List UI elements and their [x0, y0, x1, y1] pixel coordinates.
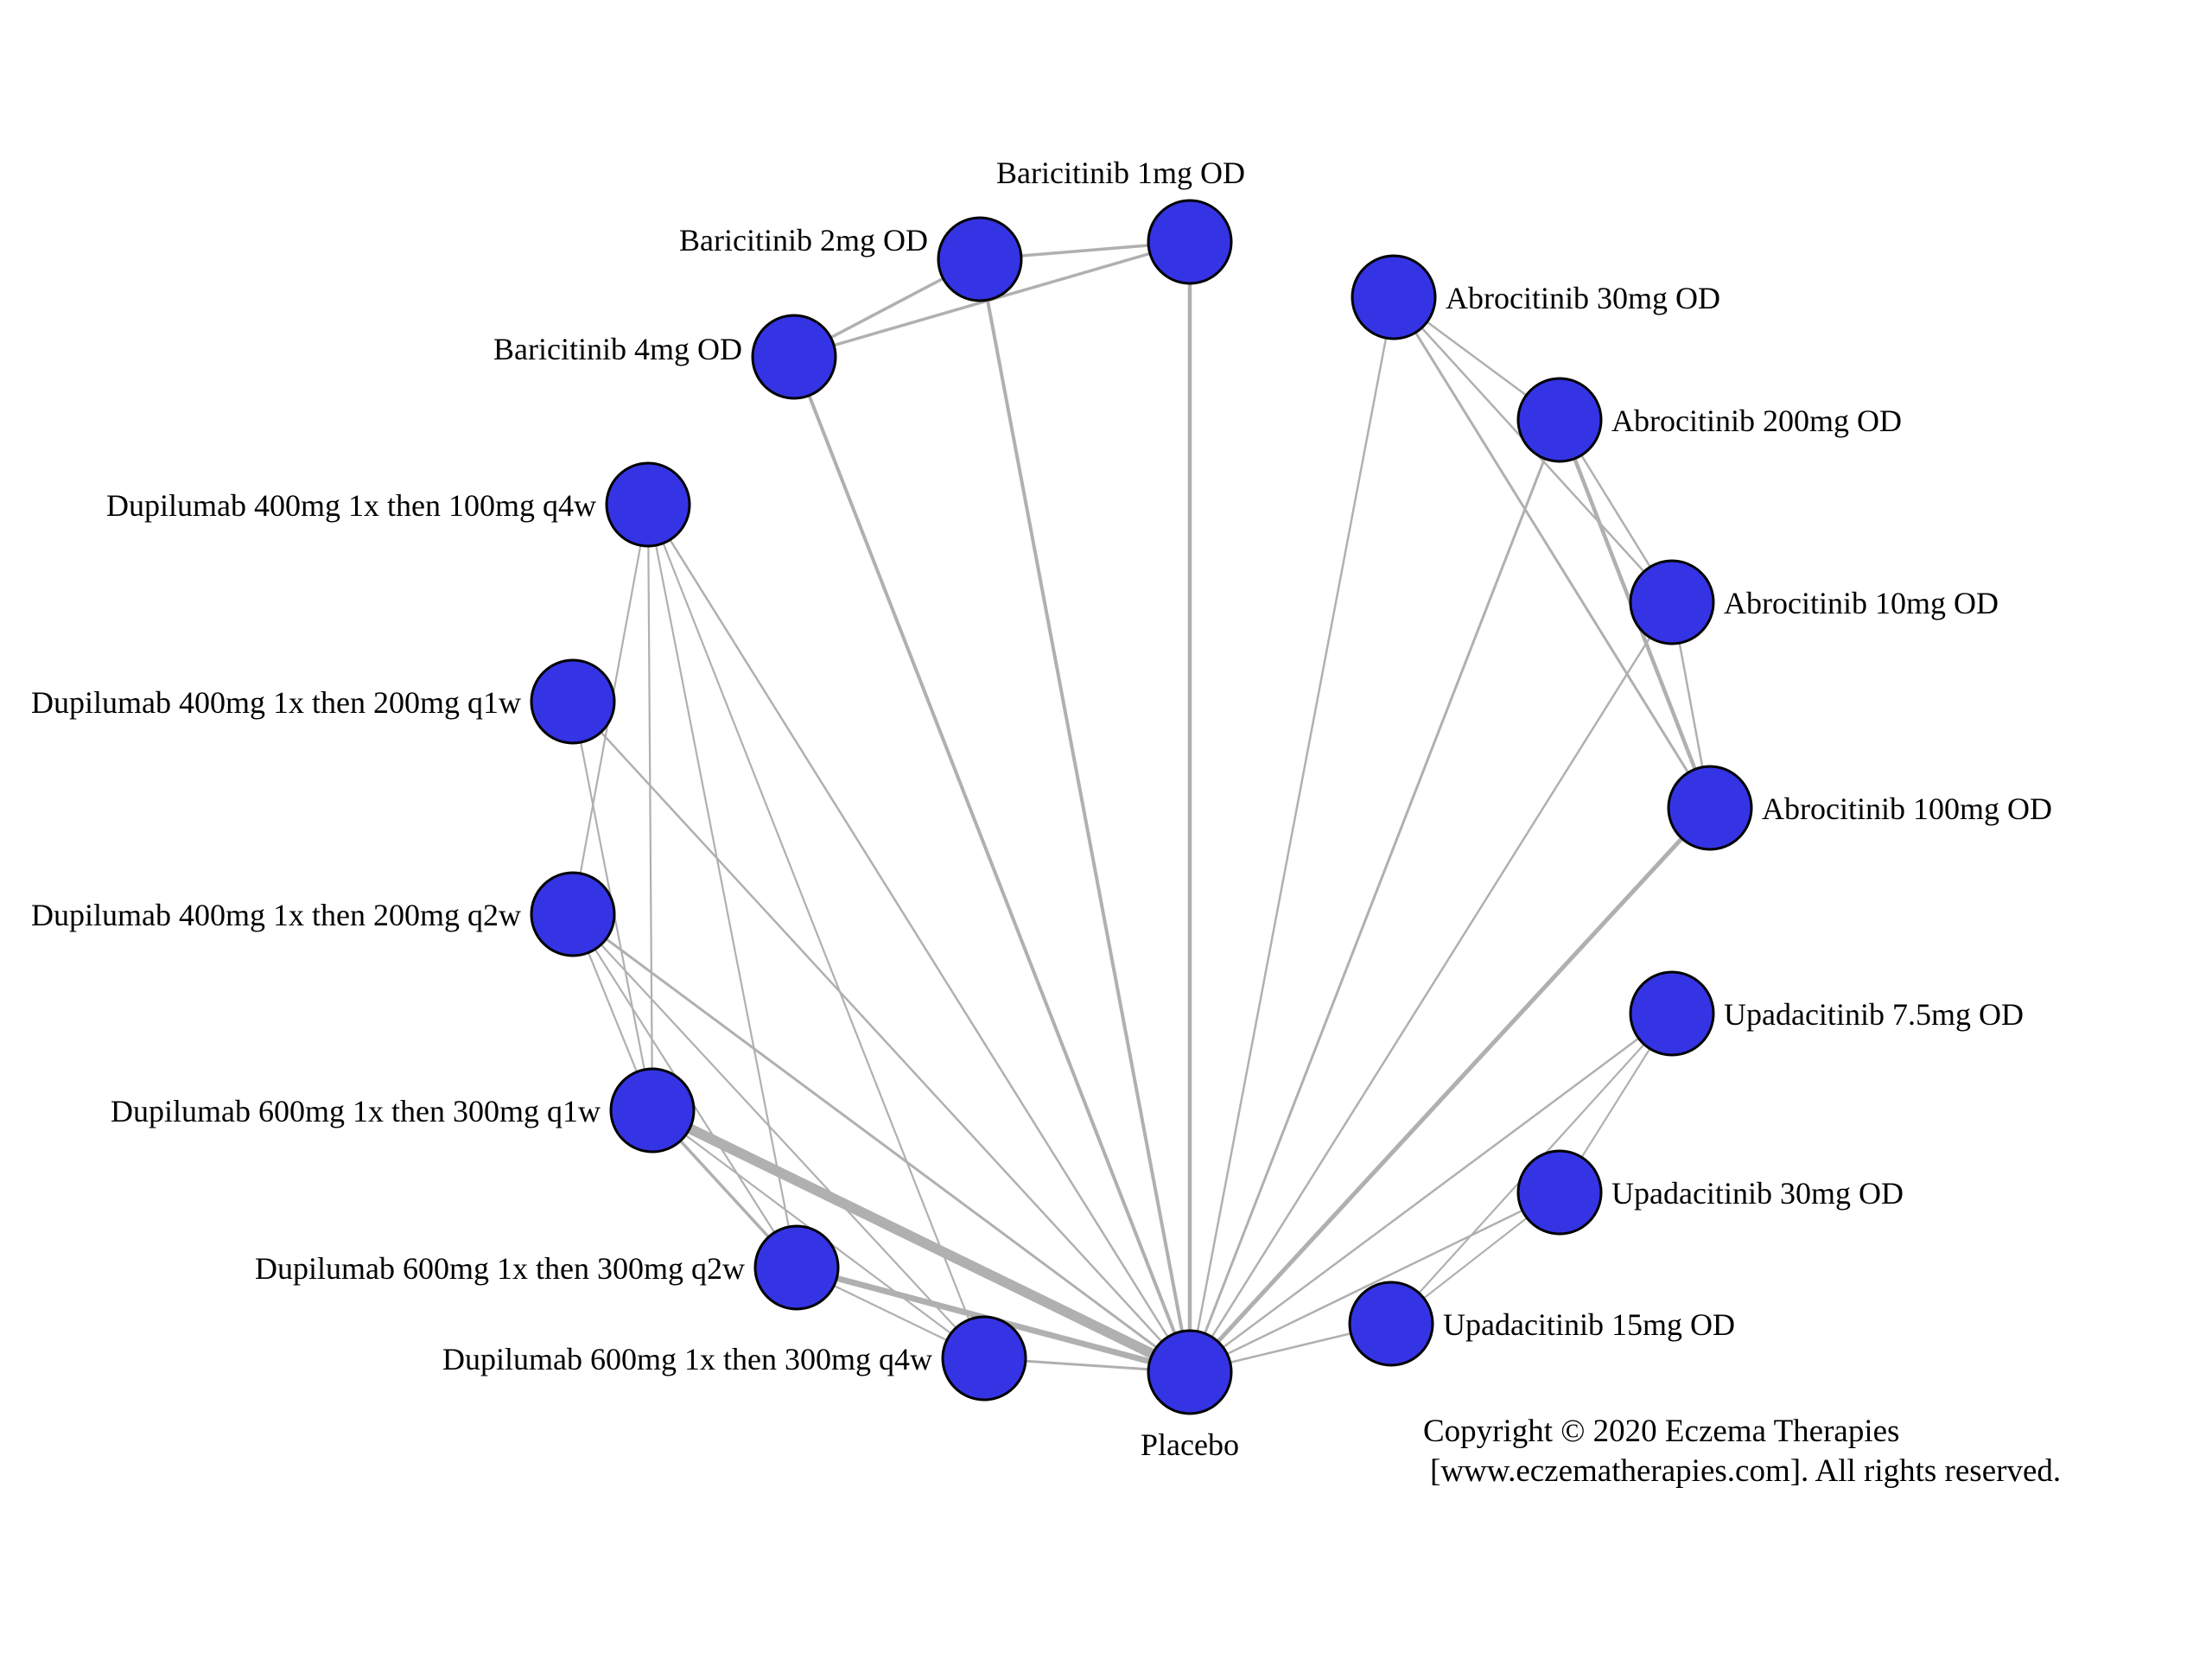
node-bar2 — [937, 216, 1023, 302]
node-abro30 — [1351, 254, 1437, 340]
edge-bar2-placebo — [978, 258, 1192, 1373]
node-d300q2w — [753, 1224, 840, 1311]
node-upa30 — [1516, 1149, 1603, 1236]
edge-d200q2w-placebo — [572, 912, 1191, 1374]
node-label-upa15: Upadacitinib 15mg OD — [1443, 1307, 1735, 1342]
node-abro200 — [1516, 377, 1603, 463]
edge-d100q4w-d300q2w — [646, 504, 798, 1268]
edge-d100q4w-placebo — [646, 504, 1192, 1373]
node-label-abro10: Abrocitinib 10mg OD — [1724, 586, 1999, 620]
node-bar4 — [751, 314, 837, 400]
node-upa15 — [1348, 1281, 1434, 1367]
node-d200q1w — [530, 658, 616, 745]
node-label-d200q1w: Dupilumab 400mg 1x then 200mg q1w — [31, 685, 521, 720]
edge-d200q2w-d300q4w — [572, 913, 985, 1359]
node-d300q1w — [609, 1067, 696, 1154]
edge-upa30-placebo — [1189, 1191, 1560, 1374]
node-label-d300q2w: Dupilumab 600mg 1x then 300mg q2w — [255, 1251, 745, 1286]
edge-abro30-abro100 — [1392, 296, 1712, 809]
node-abro10 — [1629, 559, 1715, 645]
node-label-abro30: Abrocitinib 30mg OD — [1446, 281, 1720, 315]
nodes-layer — [530, 199, 1753, 1415]
node-label-placebo: Placebo — [1141, 1427, 1239, 1462]
edge-abro10-placebo — [1188, 601, 1674, 1373]
node-label-bar1: Baricitinib 1mg OD — [996, 156, 1245, 190]
node-label-bar4: Baricitinib 4mg OD — [493, 332, 742, 366]
edge-abro30-placebo — [1188, 296, 1395, 1373]
edge-d300q1w-placebo — [650, 1105, 1192, 1377]
edge-upa75-placebo — [1189, 1012, 1673, 1374]
node-label-d200q2w: Dupilumab 400mg 1x then 200mg q2w — [31, 898, 521, 932]
node-upa75 — [1629, 970, 1715, 1057]
copyright-line-1: Copyright © 2020 Eczema Therapies — [1423, 1414, 1899, 1449]
node-label-abro200: Abrocitinib 200mg OD — [1611, 404, 1902, 438]
node-label-d300q4w: Dupilumab 600mg 1x then 300mg q4w — [442, 1342, 932, 1376]
node-label-upa75: Upadacitinib 7.5mg OD — [1724, 997, 2024, 1032]
edge-abro100-placebo — [1188, 806, 1712, 1374]
node-placebo — [1147, 1329, 1233, 1415]
node-label-bar2: Baricitinib 2mg OD — [679, 223, 928, 257]
node-label-abro100: Abrocitinib 100mg OD — [1762, 791, 2052, 826]
labels-layer: Baricitinib 1mg OD Baricitinib 2mg OD Bari… — [31, 156, 2052, 1462]
edge-d200q1w-placebo — [572, 701, 1191, 1373]
node-bar1 — [1147, 199, 1233, 285]
node-d300q4w — [941, 1315, 1027, 1402]
edge-d100q4w-d300q1w — [646, 504, 654, 1111]
edge-abro200-placebo — [1188, 419, 1561, 1373]
node-d200q2w — [530, 871, 616, 957]
node-label-d300q1w: Dupilumab 600mg 1x then 300mg q1w — [111, 1094, 601, 1128]
copyright-line-2: [www.eczematherapies.com]. All rights re… — [1430, 1453, 2061, 1489]
node-abro100 — [1667, 765, 1753, 851]
edge-bar4-placebo — [792, 356, 1192, 1373]
node-label-d100q4w: Dupilumab 400mg 1x then 100mg q4w — [106, 488, 596, 523]
edge-d100q4w-d300q4w — [646, 504, 986, 1359]
node-d100q4w — [605, 461, 691, 548]
node-label-upa30: Upadacitinib 30mg OD — [1611, 1176, 1904, 1211]
